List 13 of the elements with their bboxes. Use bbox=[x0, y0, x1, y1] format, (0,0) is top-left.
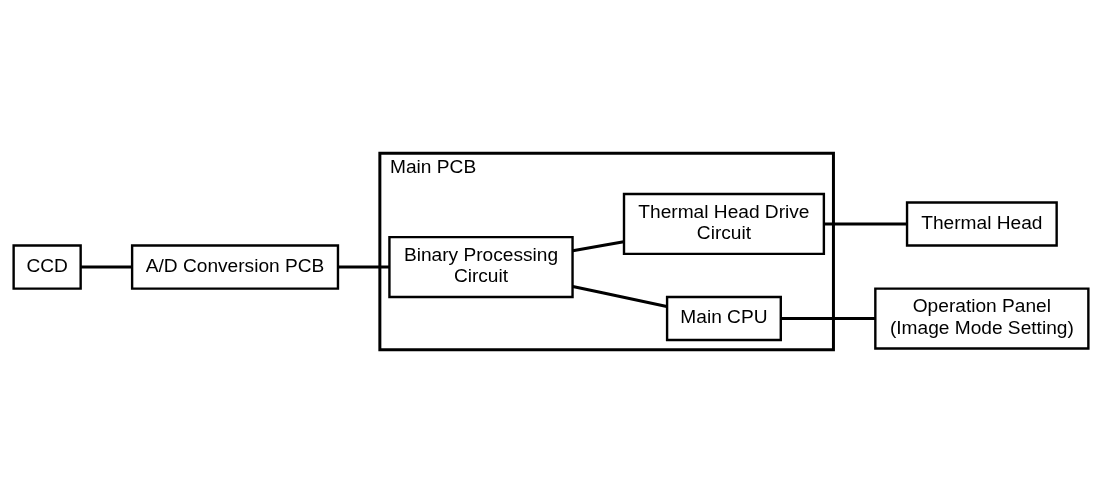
node-box: Binary Processing Circuit bbox=[388, 235, 574, 299]
connector bbox=[572, 240, 625, 253]
node-box: Main CPU bbox=[665, 295, 782, 342]
node-box: Thermal Head bbox=[905, 201, 1058, 247]
node-box: A/D Conversion PCB bbox=[130, 244, 340, 290]
connector bbox=[572, 285, 668, 308]
connector bbox=[780, 317, 876, 320]
node-box: Thermal Head Drive Circuit bbox=[622, 192, 826, 256]
connector bbox=[338, 265, 390, 269]
node-box: CCD bbox=[12, 244, 82, 290]
connector bbox=[823, 222, 907, 226]
connector bbox=[81, 265, 132, 269]
node-box: Operation Panel (Image Mode Setting) bbox=[874, 287, 1090, 350]
